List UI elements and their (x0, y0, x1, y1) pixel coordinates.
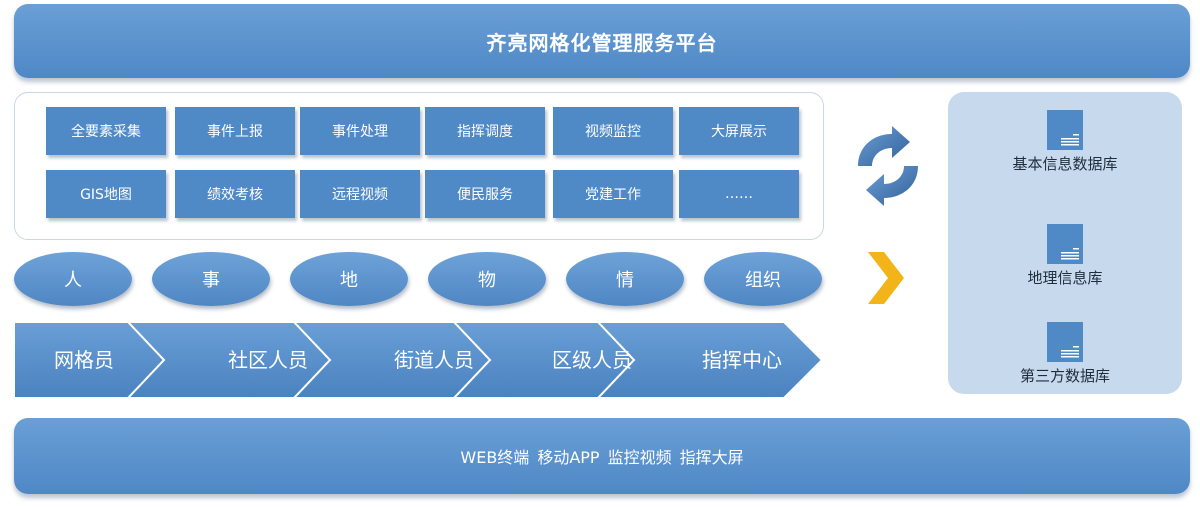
module-item[interactable]: 便民服务 (425, 170, 545, 218)
flow-step-label: 社区人员 (228, 348, 308, 372)
terminals-banner: WEB终端 移动APP 监控视频 指挥大屏 (14, 418, 1190, 494)
module-item[interactable]: 事件上报 (175, 107, 295, 155)
module-item[interactable]: 指挥调度 (425, 107, 545, 155)
element-ellipse: 物 (428, 252, 546, 306)
module-item[interactable]: 远程视频 (300, 170, 420, 218)
database-panel: 基本信息数据库 地理信息库 第三方数据库 (948, 92, 1182, 394)
flow-step-label: 区级人员 (552, 348, 632, 372)
module-item[interactable]: …… (679, 170, 799, 218)
chevron-right-icon (868, 252, 904, 304)
module-item[interactable]: 视频监控 (553, 107, 673, 155)
platform-title: 齐亮网格化管理服务平台 (486, 30, 718, 55)
flow-step-shape (595, 322, 824, 399)
element-ellipse: 人 (14, 252, 132, 306)
element-ellipse: 地 (290, 252, 408, 306)
database-document-icon (1047, 322, 1083, 362)
module-item[interactable]: GIS地图 (46, 170, 166, 218)
flow-step-label: 网格员 (54, 348, 114, 372)
database-document-icon (1047, 110, 1083, 150)
element-ellipse: 组织 (704, 252, 822, 306)
sync-arrows-icon (858, 126, 918, 206)
database-label: 地理信息库 (1027, 269, 1103, 287)
personnel-flow: 网格员 社区人员 街道人员 区级人员 指挥中心 (14, 322, 824, 399)
database-label: 基本信息数据库 (1012, 155, 1118, 173)
module-item[interactable]: 事件处理 (300, 107, 420, 155)
terminal-label: WEB终端 (460, 448, 530, 467)
modules-panel: 全要素采集 事件上报 事件处理 指挥调度 视频监控 大屏展示 GIS地图 绩效考… (14, 92, 824, 240)
terminal-label: 监控视频 (607, 448, 672, 467)
module-item[interactable]: 大屏展示 (679, 107, 799, 155)
database-document-icon (1047, 224, 1083, 264)
database-item[interactable]: 第三方数据库 (948, 322, 1182, 386)
database-label: 第三方数据库 (1019, 367, 1110, 385)
element-ellipse: 事 (152, 252, 270, 306)
terminal-label: 指挥大屏 (679, 448, 744, 467)
database-item[interactable]: 基本信息数据库 (948, 110, 1182, 174)
terminal-label: 移动APP (537, 448, 600, 467)
module-item[interactable]: 全要素采集 (46, 107, 166, 155)
flow-step-label: 街道人员 (394, 348, 474, 372)
database-item[interactable]: 地理信息库 (948, 224, 1182, 288)
module-item[interactable]: 党建工作 (553, 170, 673, 218)
module-item[interactable]: 绩效考核 (175, 170, 295, 218)
flow-step-label: 指挥中心 (702, 348, 782, 372)
platform-title-banner: 齐亮网格化管理服务平台 (14, 4, 1190, 78)
element-ellipse: 情 (566, 252, 684, 306)
